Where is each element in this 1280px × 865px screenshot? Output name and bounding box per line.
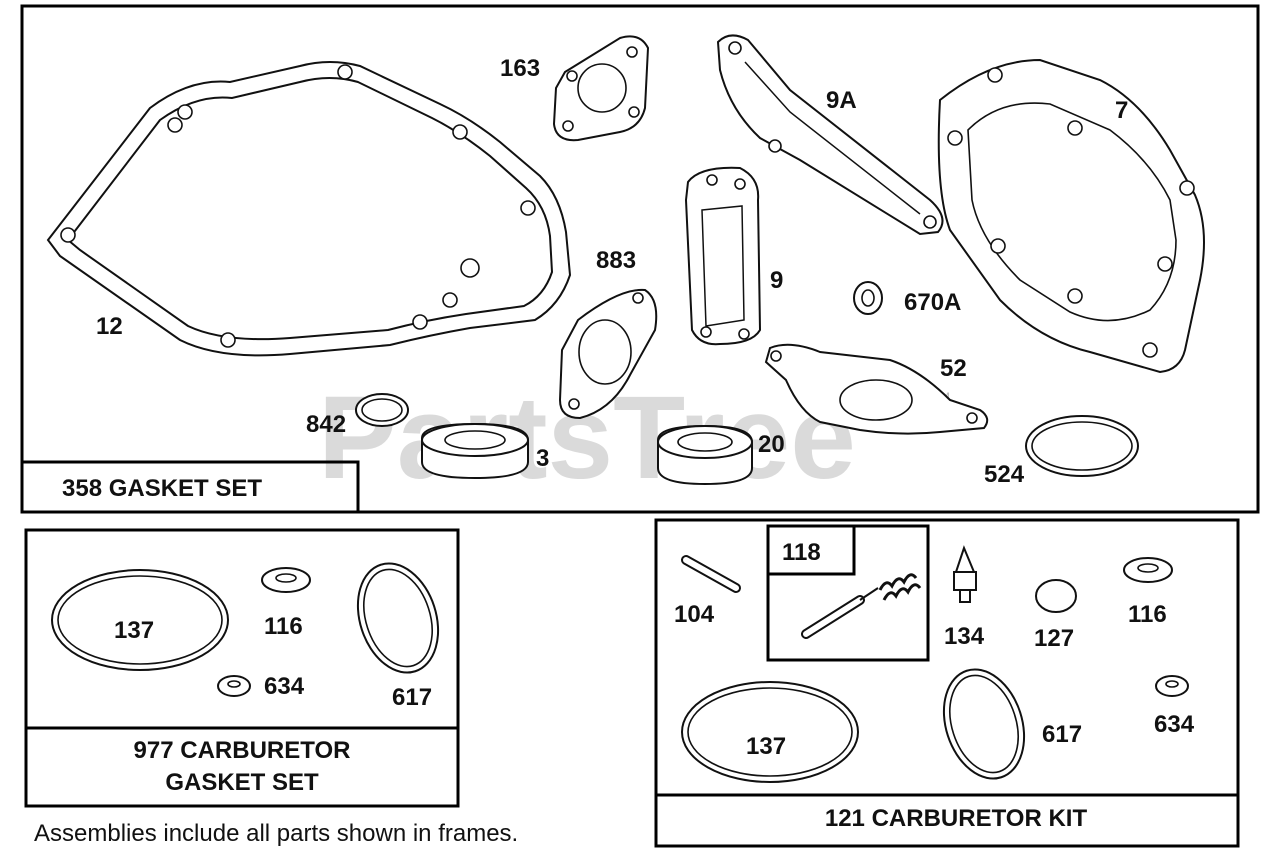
- gasket-9: [684, 166, 762, 346]
- washer-634-a: [217, 675, 251, 697]
- label-118: 118: [782, 539, 821, 566]
- label-127: 127: [1034, 625, 1074, 652]
- label-12: 12: [96, 313, 123, 340]
- pin-104: [681, 555, 741, 593]
- spring-118: [878, 573, 922, 601]
- washer-116-b: [1123, 557, 1173, 583]
- gasket-7: [937, 58, 1205, 374]
- label-116-a: 116: [264, 613, 303, 640]
- label-524: 524: [984, 461, 1025, 488]
- gasket-9a: [716, 34, 944, 236]
- washer-116-a: [261, 567, 311, 593]
- label-634-a: 634: [264, 673, 305, 700]
- needle-134: [953, 545, 977, 603]
- carb-gasket-set-frame: [24, 528, 460, 808]
- label-670a: 670A: [904, 289, 961, 316]
- label-7: 7: [1115, 97, 1128, 124]
- ring-617-b: [942, 668, 1026, 780]
- label-617-a: 617: [392, 684, 432, 711]
- label-137-a: 137: [114, 617, 154, 644]
- label-9: 9: [770, 267, 783, 294]
- label-52: 52: [940, 355, 967, 382]
- washer-634-b: [1155, 675, 1189, 697]
- label-20: 20: [758, 431, 785, 458]
- ring-842: [355, 393, 409, 427]
- carb-gasket-set-title-line1: 977 CARBURETOR: [134, 737, 351, 764]
- label-617-b: 617: [1042, 721, 1082, 748]
- ring-137-a: [51, 569, 229, 671]
- label-883: 883: [596, 247, 636, 274]
- carb-kit-title: 121 CARBURETOR KIT: [825, 805, 1088, 832]
- gasket-set-title-box: [20, 460, 360, 514]
- carb-gasket-set-title-line2: GASKET SET: [165, 769, 319, 796]
- needle-screw-118: [801, 587, 879, 639]
- carb-kit-frame: [654, 518, 1240, 848]
- gasket-883: [558, 288, 658, 420]
- seal-3: [421, 422, 529, 480]
- label-9a: 9A: [826, 87, 857, 114]
- seal-20: [657, 424, 753, 486]
- gasket-52: [764, 343, 989, 435]
- label-3: 3: [536, 445, 549, 472]
- seal-670a: [853, 281, 883, 315]
- gasket-set-frame: [20, 4, 1260, 514]
- gasket-163: [552, 35, 650, 142]
- ring-617-a: [356, 562, 440, 674]
- gasket-12: [46, 61, 572, 357]
- label-137-b: 137: [746, 733, 786, 760]
- ring-137-b: [681, 681, 859, 783]
- assemblies-note: Assemblies include all parts shown in fr…: [34, 820, 518, 847]
- label-134: 134: [944, 623, 985, 650]
- label-163: 163: [500, 55, 540, 82]
- label-104: 104: [674, 601, 715, 628]
- gasket-set-title: 358 GASKET SET: [62, 475, 262, 502]
- subframe-118-title-box: [766, 524, 856, 576]
- disc-127: [1035, 579, 1077, 613]
- ring-524: [1025, 415, 1139, 477]
- label-116-b: 116: [1128, 601, 1167, 628]
- label-842: 842: [306, 411, 346, 438]
- label-634-b: 634: [1154, 711, 1195, 738]
